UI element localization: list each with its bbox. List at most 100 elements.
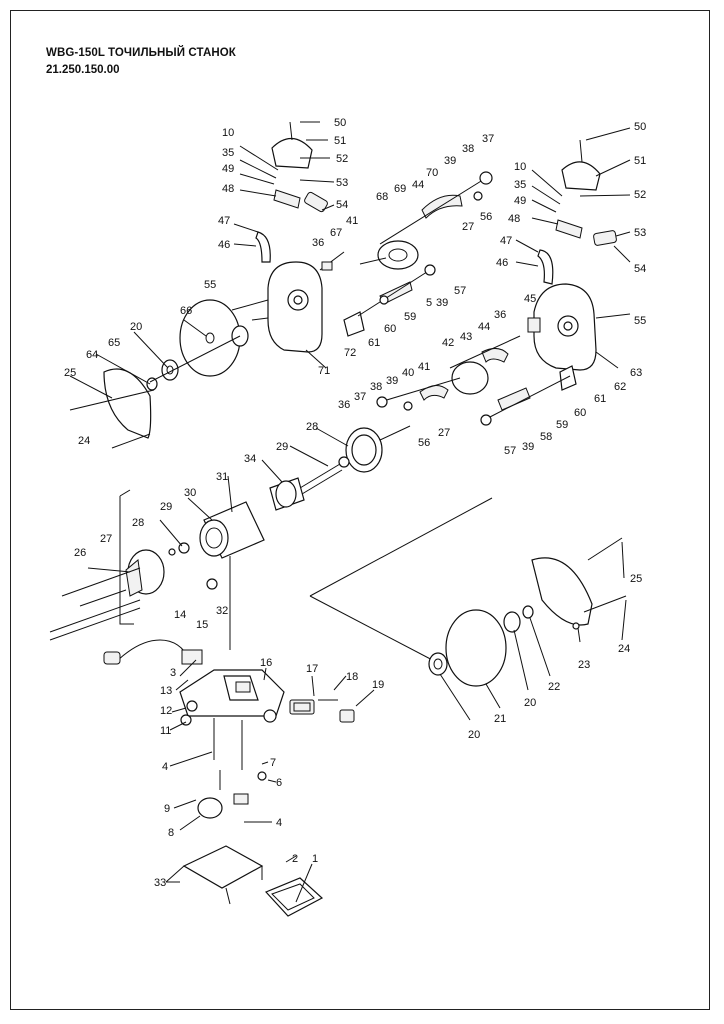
callout-48-right: 48 xyxy=(508,213,520,225)
drawing-title: WBG-150L ТОЧИЛЬНЫЙ СТАНОК xyxy=(46,47,236,59)
callout-12: 12 xyxy=(160,705,172,717)
callout-44-right: 44 xyxy=(478,321,490,333)
callout-28-top: 28 xyxy=(306,421,318,433)
callout-59-top: 59 xyxy=(404,311,416,323)
callout-28-left: 28 xyxy=(132,517,144,529)
callout-16: 16 xyxy=(260,657,272,669)
callout-24-left: 24 xyxy=(78,435,90,447)
drawing-code: 21.250.150.00 xyxy=(46,64,120,76)
callout-56-right: 56 xyxy=(418,437,430,449)
callout-37-low: 37 xyxy=(354,391,366,403)
callout-26: 26 xyxy=(74,547,86,559)
callout-69: 69 xyxy=(394,183,406,195)
callout-20-bottom: 20 xyxy=(468,729,480,741)
coolant-tray xyxy=(264,877,324,917)
callout-35-left: 35 xyxy=(222,147,234,159)
callout-70: 70 xyxy=(426,167,438,179)
callout-22: 22 xyxy=(548,681,560,693)
callout-1: 1 xyxy=(312,853,318,865)
callout-61-top: 61 xyxy=(368,337,380,349)
callout-55-right: 55 xyxy=(634,315,646,327)
callout-11: 11 xyxy=(160,725,171,737)
callout-46-left: 46 xyxy=(218,239,230,251)
callout-34: 34 xyxy=(244,453,256,465)
callout-66: 66 xyxy=(180,305,192,317)
callout-39-low: 39 xyxy=(386,375,398,387)
callout-35-right: 35 xyxy=(514,179,526,191)
callout-39-mid: 39 xyxy=(436,297,448,309)
callout-15: 15 xyxy=(196,619,208,631)
leader-lines xyxy=(69,319,627,903)
callout-24-right: 24 xyxy=(618,643,630,655)
callout-47-left: 47 xyxy=(218,215,230,227)
callout-3: 3 xyxy=(170,667,176,679)
callout-67: 67 xyxy=(330,227,342,239)
callout-52-right: 52 xyxy=(634,189,646,201)
callout-61-right: 61 xyxy=(594,393,606,405)
spark-deflector-left xyxy=(255,231,271,263)
callout-10-right: 10 xyxy=(514,161,526,173)
callout-58: 58 xyxy=(540,431,552,443)
eye-shield-disc-right xyxy=(451,361,489,395)
callout-43: 43 xyxy=(460,331,472,343)
capacitor xyxy=(197,797,223,819)
callout-51-right: 51 xyxy=(634,155,646,167)
callout-4-top: 4 xyxy=(162,761,168,773)
callout-37-top: 37 xyxy=(482,133,494,145)
callout-30: 30 xyxy=(184,487,196,499)
grinding-wheel-right xyxy=(445,609,507,687)
callout-27-top: 27 xyxy=(462,221,474,233)
callout-19: 19 xyxy=(372,679,384,691)
bottom-plate xyxy=(182,845,264,889)
callout-36-low: 36 xyxy=(338,399,350,411)
callout-72: 72 xyxy=(344,347,356,359)
callout-39-top: 39 xyxy=(444,155,456,167)
callout-50-left: 50 xyxy=(334,117,346,129)
callout-6: 6 xyxy=(276,777,282,789)
callout-39-right: 39 xyxy=(522,441,534,453)
callout-41-top: 41 xyxy=(346,215,358,227)
callout-52-left: 52 xyxy=(336,153,348,165)
callout-4-bottom: 4 xyxy=(276,817,282,829)
callout-40: 40 xyxy=(402,367,414,379)
callout-64: 64 xyxy=(86,349,98,361)
callout-20-right: 20 xyxy=(524,697,536,709)
callout-65: 65 xyxy=(108,337,120,349)
callout-10-left: 10 xyxy=(222,127,234,139)
callout-7: 7 xyxy=(270,757,276,769)
callout-45: 45 xyxy=(524,293,536,305)
shield-bracket-left xyxy=(273,189,301,209)
callout-53-right: 53 xyxy=(634,227,646,239)
callout-44-top: 44 xyxy=(412,179,424,191)
callout-9: 9 xyxy=(164,803,170,815)
callout-53-left: 53 xyxy=(336,177,348,189)
callout-47-right: 47 xyxy=(500,235,512,247)
eye-shield-right xyxy=(561,161,601,191)
outer-cover-left xyxy=(103,368,152,439)
callout-18: 18 xyxy=(346,671,358,683)
callout-49-right: 49 xyxy=(514,195,526,207)
callout-42: 42 xyxy=(442,337,454,349)
callout-36-right: 36 xyxy=(494,309,506,321)
callout-60-right: 60 xyxy=(574,407,586,419)
drawing-frame xyxy=(10,10,710,1010)
callout-57-right: 57 xyxy=(504,445,516,457)
callout-48-left: 48 xyxy=(222,183,234,195)
callout-27-right: 27 xyxy=(438,427,450,439)
callout-60-top: 60 xyxy=(384,323,396,335)
callout-17: 17 xyxy=(306,663,318,675)
callout-23: 23 xyxy=(578,659,590,671)
callout-5: 5 xyxy=(426,297,432,309)
callout-25-right: 25 xyxy=(630,573,642,585)
callout-8: 8 xyxy=(168,827,174,839)
eye-shield-left xyxy=(271,137,313,169)
callout-55-left: 55 xyxy=(204,279,216,291)
callout-38-top: 38 xyxy=(462,143,474,155)
callout-68: 68 xyxy=(376,191,388,203)
callout-54-left: 54 xyxy=(336,199,348,211)
callout-13: 13 xyxy=(160,685,172,697)
callout-63: 63 xyxy=(630,367,642,379)
callout-36-left: 36 xyxy=(312,237,324,249)
